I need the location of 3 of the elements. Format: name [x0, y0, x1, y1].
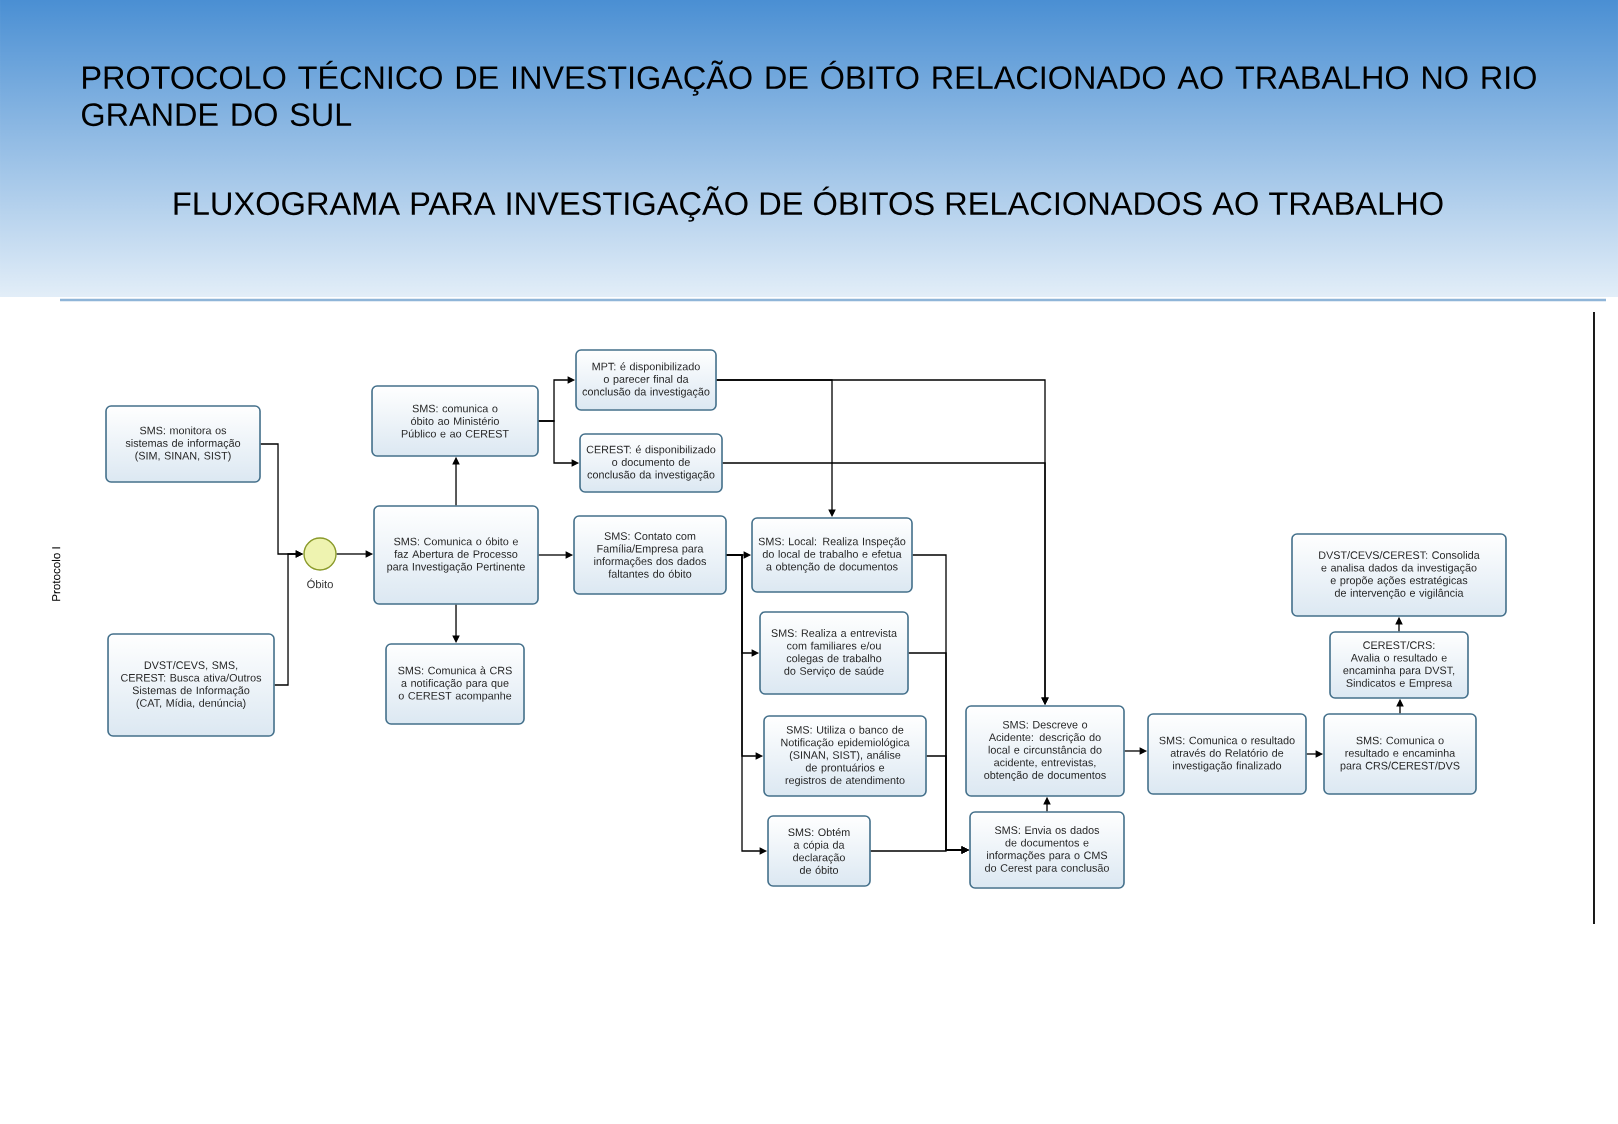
title: PROTOCOLO TÉCNICO DE INVESTIGAÇÃO DE ÓBITO RELACIONADO AO TRABALHO NO RIO GRANDE DO SUL	[82, 60, 1536, 127]
subtitle: FLUXOGRAMA PARA INVESTIGAÇÃO DE ÓBITOS RELACIONADOS AO TRABALHO	[174, 186, 1443, 222]
start-event-circle	[303, 537, 337, 571]
